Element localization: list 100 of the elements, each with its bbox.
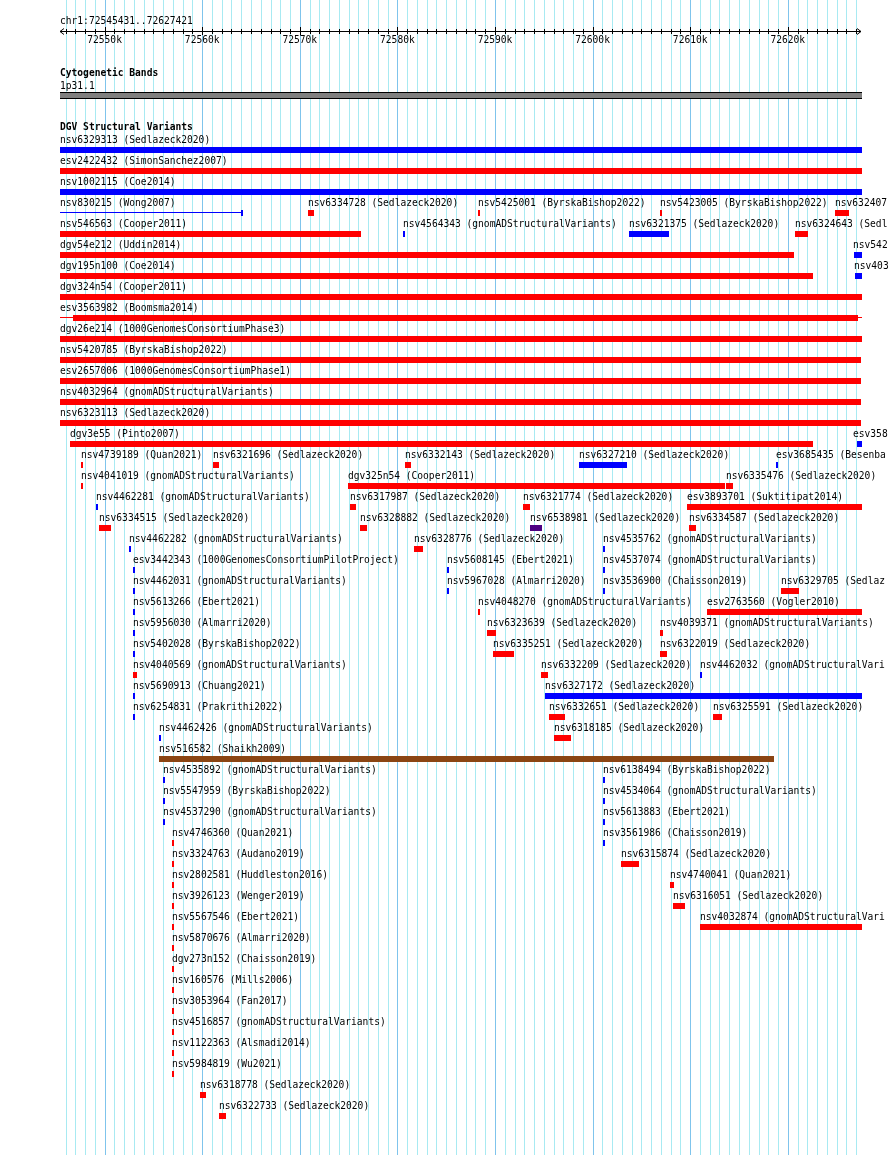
variant-label: nsv3536900 (Chaisson2019) <box>603 575 748 587</box>
scale-label: 72560k <box>184 34 221 46</box>
variant-label: nsv546563 (Cooper2011) <box>60 218 188 230</box>
variant-label: dgv324n54 (Cooper2011) <box>60 281 188 293</box>
variant-label: nsv5425001 (ByrskaBishop2022) <box>478 197 646 209</box>
variant-label: nsv6325591 (Sedlazeck2020) <box>713 701 864 713</box>
variant-label: nsv5423005 (ByrskaBishop2022) <box>660 197 828 209</box>
variant-label: nsv516582 (Shaikh2009) <box>159 743 287 755</box>
variant-label: nsv6322019 (Sedlazeck2020) <box>660 638 811 650</box>
variant-label: dgv26e214 (1000GenomesConsortiumPhase3) <box>60 323 286 335</box>
variant-label: nsv4462282 (gnomADStructuralVariants) <box>129 533 343 545</box>
variant-label: nsv5870676 (Almarri2020) <box>172 932 311 944</box>
variant-label: nsv6329705 (Sedlaz <box>781 575 885 587</box>
variant-label: nsv3053964 (Fan2017) <box>172 995 288 1007</box>
variant-label: esv2657006 (1000GenomesConsortiumPhase1) <box>60 365 292 377</box>
variant-label: nsv5690913 (Chuang2021) <box>133 680 266 692</box>
variant-label: dgv54e212 (Uddin2014) <box>60 239 182 251</box>
variant-label: nsv632407 <box>835 197 887 209</box>
variant-label: nsv6318185 (Sedlazeck2020) <box>554 722 705 734</box>
variant-label: nsv5613266 (Ebert2021) <box>133 596 261 608</box>
variant-label: nsv4040569 (gnomADStructuralVariants) <box>133 659 347 671</box>
variant-label: nsv4462032 (gnomADStructuralVari <box>700 659 885 671</box>
variant-label: nsv5547959 (ByrskaBishop2022) <box>163 785 331 797</box>
variant-label: nsv5402028 (ByrskaBishop2022) <box>133 638 301 650</box>
variant-label: dgv273n152 (Chaisson2019) <box>172 953 317 965</box>
variant-label: nsv6329313 (Sedlazeck2020) <box>60 134 211 146</box>
variant-label: nsv6322733 (Sedlazeck2020) <box>219 1100 370 1112</box>
variant-label: nsv6323639 (Sedlazeck2020) <box>487 617 638 629</box>
variant-label: nsv2802581 (Huddleston2016) <box>172 869 328 881</box>
scale-label: 72620k <box>769 34 806 46</box>
variant-label: nsv6323113 (Sedlazeck2020) <box>60 407 211 419</box>
variant-label: nsv6318778 (Sedlazeck2020) <box>200 1079 351 1091</box>
variant-label: nsv4534064 (gnomADStructuralVariants) <box>603 785 817 797</box>
variant-label: nsv3926123 (Wenger2019) <box>172 890 305 902</box>
scale-label: 72550k <box>86 34 123 46</box>
variant-label: nsv4516857 (gnomADStructuralVariants) <box>172 1016 386 1028</box>
variant-label: esv3563982 (Boomsma2014) <box>60 302 199 314</box>
variant-label: nsv4746360 (Quan2021) <box>172 827 294 839</box>
variant-label: nsv4739189 (Quan2021) <box>81 449 203 461</box>
scale-label: 72580k <box>379 34 416 46</box>
variant-label: nsv6334515 (Sedlazeck2020) <box>99 512 250 524</box>
position-label: chr1:72545431..72627421 <box>60 15 193 27</box>
variant-label: nsv4564343 (gnomADStructuralVariants) <box>403 218 617 230</box>
variant-label: esv2422432 (SimonSanchez2007) <box>60 155 228 167</box>
variant-label: nsv1002115 (Coe2014) <box>60 176 176 188</box>
variant-label: nsv5420785 (ByrskaBishop2022) <box>60 344 228 356</box>
variant-label: nsv3561986 (Chaisson2019) <box>603 827 748 839</box>
variant-label: nsv6315874 (Sedlazeck2020) <box>621 848 772 860</box>
variant-label: nsv5984819 (Wu2021) <box>172 1058 282 1070</box>
band-label: 1p31.1 <box>60 80 95 92</box>
variant-label: nsv6332651 (Sedlazeck2020) <box>549 701 700 713</box>
scale-label: 72570k <box>281 34 318 46</box>
variant-label: nsv6332143 (Sedlazeck2020) <box>405 449 556 461</box>
variant-label: nsv4032874 (gnomADStructuralVari <box>700 911 885 923</box>
variant-label: nsv4537290 (gnomADStructuralVariants) <box>163 806 377 818</box>
variant-label: nsv4462426 (gnomADStructuralVariants) <box>159 722 373 734</box>
variant-label: esv3893701 (Suktitipat2014) <box>687 491 843 503</box>
variant-label: nsv4462281 (gnomADStructuralVariants) <box>96 491 310 503</box>
variant-label: esv3685435 (Besenba <box>776 449 886 461</box>
variant-label: nsv5608145 (Ebert2021) <box>447 554 575 566</box>
variant-label: nsv4462031 (gnomADStructuralVariants) <box>133 575 347 587</box>
variant-label: nsv4740041 (Quan2021) <box>670 869 792 881</box>
scale-label: 72600k <box>574 34 611 46</box>
variant-label: nsv542 <box>853 239 888 251</box>
variant-label: nsv4032964 (gnomADStructuralVariants) <box>60 386 274 398</box>
variant-label: nsv6328882 (Sedlazeck2020) <box>360 512 511 524</box>
variant-label: nsv6316051 (Sedlazeck2020) <box>673 890 824 902</box>
variant-label: nsv6327210 (Sedlazeck2020) <box>579 449 730 461</box>
variant-label: nsv6321696 (Sedlazeck2020) <box>213 449 364 461</box>
variant-label: nsv6538981 (Sedlazeck2020) <box>530 512 681 524</box>
scale-label: 72590k <box>477 34 513 46</box>
track-title: DGV Structural Variants <box>60 121 193 133</box>
variant-label: nsv6324643 (Sedl <box>795 218 888 230</box>
variant-label: dgv195n100 (Coe2014) <box>60 260 176 272</box>
variant-label: nsv3324763 (Audano2019) <box>172 848 305 860</box>
variant-label: nsv6327172 (Sedlazeck2020) <box>545 680 696 692</box>
variant-label: nsv5956030 (Almarri2020) <box>133 617 272 629</box>
variant-label: nsv5967028 (Almarri2020) <box>447 575 586 587</box>
variant-label: nsv6321774 (Sedlazeck2020) <box>523 491 674 503</box>
variant-label: nsv6138494 (ByrskaBishop2022) <box>603 764 771 776</box>
variant-label: nsv6335476 (Sedlazeck2020) <box>726 470 877 482</box>
variant-label: nsv5613883 (Ebert2021) <box>603 806 731 818</box>
variant-label: esv3442343 (1000GenomesConsortiumPilotProject) <box>133 554 399 566</box>
variant-label: nsv6328776 (Sedlazeck2020) <box>414 533 565 545</box>
variant-label: nsv6317987 (Sedlazeck2020) <box>350 491 501 503</box>
variant-label: nsv403 <box>854 260 889 272</box>
variant-label: nsv6334587 (Sedlazeck2020) <box>689 512 840 524</box>
variant-label: nsv6334728 (Sedlazeck2020) <box>308 197 459 209</box>
variant-label: nsv830215 (Wong2007) <box>60 197 176 209</box>
variant-label: nsv4537074 (gnomADStructuralVariants) <box>603 554 817 566</box>
variant-label: nsv4039371 (gnomADStructuralVariants) <box>660 617 874 629</box>
variant-label: nsv4048270 (gnomADStructuralVariants) <box>478 596 692 608</box>
variant-label: nsv6332209 (Sedlazeck2020) <box>541 659 692 671</box>
variant-label: dgv325n54 (Cooper2011) <box>348 470 476 482</box>
track-title: Cytogenetic Bands <box>60 67 159 79</box>
variant-label: esv358 <box>853 428 888 440</box>
variant-label: nsv5567546 (Ebert2021) <box>172 911 300 923</box>
variant-label: nsv4535892 (gnomADStructuralVariants) <box>163 764 377 776</box>
variant-label: nsv4041019 (gnomADStructuralVariants) <box>81 470 295 482</box>
variant-label: nsv1122363 (Alsmadi2014) <box>172 1037 311 1049</box>
